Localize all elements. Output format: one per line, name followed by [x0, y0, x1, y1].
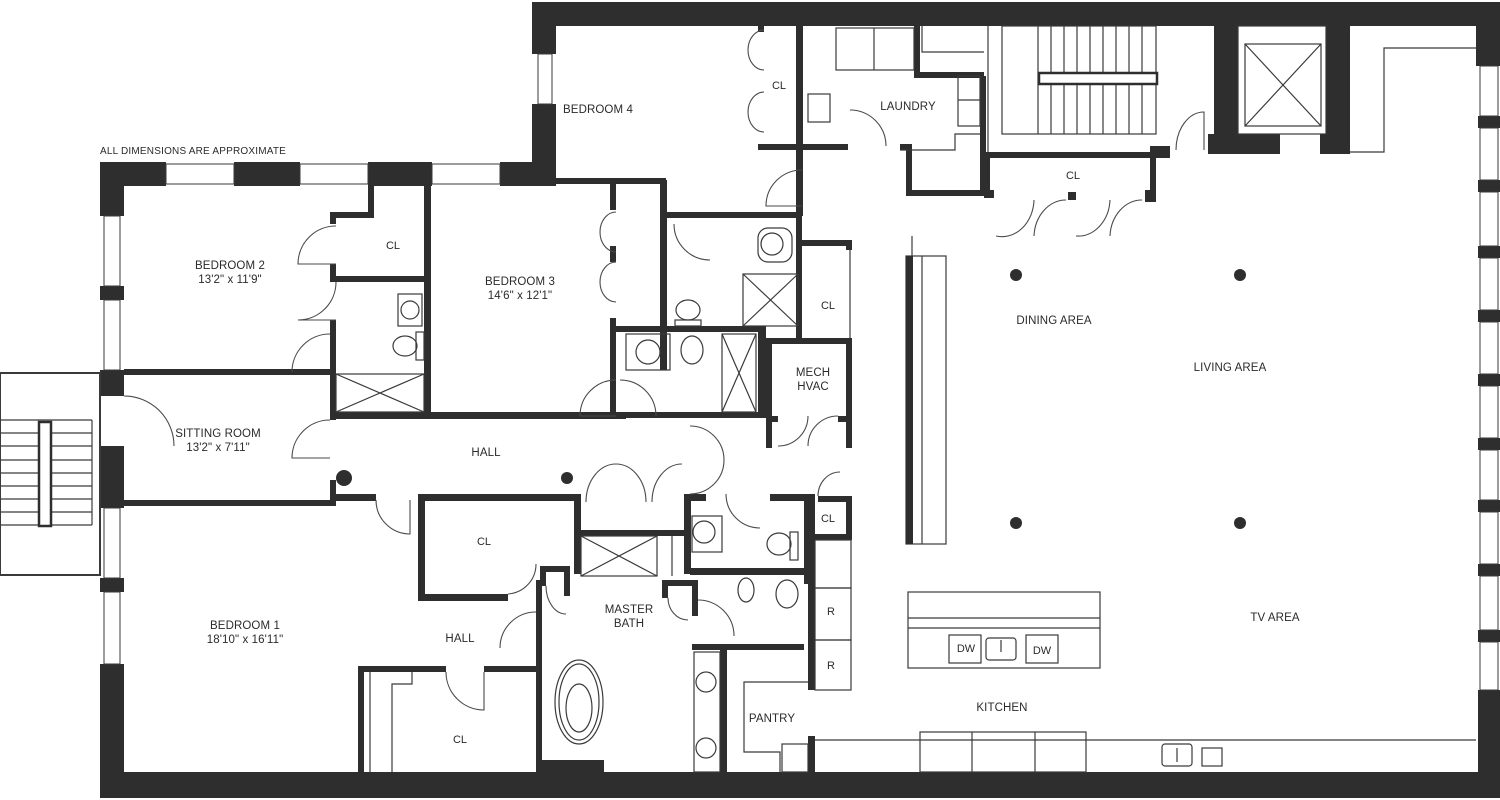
closet-label: CL	[820, 300, 836, 312]
room-label-bedroom-4: BEDROOM 4	[563, 103, 633, 117]
room-label-hall: HALL	[471, 446, 500, 460]
room-name: KITCHEN	[976, 702, 1028, 714]
room-label-hall: HALL	[445, 632, 474, 646]
room-name: BEDROOM 2	[195, 260, 265, 272]
refrigerator-label: R	[827, 606, 835, 618]
room-dimensions: 13'2" x 11'9"	[198, 274, 262, 286]
room-name: MECH	[795, 367, 831, 379]
room-name: PANTRY	[748, 713, 796, 725]
dishwasher-label: DW	[1032, 645, 1052, 657]
room-label-laundry: LAUNDRY	[880, 100, 935, 114]
closet-label: CL	[476, 536, 492, 548]
room-name: HALL	[471, 447, 501, 459]
closet-label: CL	[1065, 170, 1081, 182]
room-label-dining-area: DINING AREA	[1016, 314, 1091, 328]
closet-label: CL	[385, 240, 401, 252]
door-swings	[123, 29, 1205, 711]
room-label-pantry: PANTRY	[749, 712, 795, 726]
room-name: DINING AREA	[1016, 315, 1092, 327]
room-name: HALL	[445, 633, 475, 645]
room-name: BEDROOM 1	[210, 620, 280, 632]
room-dimensions: 18'10" x 16'11"	[206, 634, 284, 646]
room-label-bedroom-2: BEDROOM 2 13'2" x 11'9"	[195, 259, 265, 287]
room-name: BEDROOM 3	[485, 276, 555, 288]
room-label-bedroom-1: BEDROOM 1 18'10" x 16'11"	[207, 619, 284, 647]
room-name: LIVING AREA	[1193, 362, 1267, 374]
room-name: SITTING ROOM	[175, 428, 261, 440]
room-name: TV AREA	[1250, 612, 1300, 624]
interior-walls	[124, 26, 1350, 772]
room-label-bedroom-3: BEDROOM 3 14'6" x 12'1"	[485, 275, 555, 303]
room-label-tv-area: TV AREA	[1250, 611, 1299, 625]
dishwasher-label: DW	[956, 643, 976, 655]
room-label-master: MASTER BATH	[605, 603, 654, 631]
dimensions-note: ALL DIMENSIONS ARE APPROXIMATE	[100, 146, 287, 157]
closet-label: CL	[820, 513, 836, 525]
exterior-stair	[0, 372, 101, 576]
room-name: BEDROOM 4	[563, 104, 633, 116]
columns	[336, 269, 1246, 529]
closet-label: CL	[452, 734, 468, 746]
room-dimensions: 14'6" x 12'1"	[487, 290, 553, 302]
exterior-walls	[100, 2, 1500, 798]
refrigerator-label: R	[827, 660, 835, 672]
room-label-sitting-room: SITTING ROOM 13'2" x 7'11"	[175, 427, 261, 455]
room-name: MASTER	[604, 604, 654, 616]
room-dimensions: BATH	[613, 618, 645, 630]
room-label-mech: MECH HVAC	[796, 366, 830, 394]
room-name: LAUNDRY	[880, 101, 936, 113]
room-dimensions: HVAC	[797, 381, 829, 393]
room-label-living-area: LIVING AREA	[1194, 361, 1267, 375]
room-dimensions: 13'2" x 7'11"	[186, 442, 250, 454]
fixtures	[335, 25, 1476, 773]
closet-label: CL	[771, 80, 787, 92]
room-label-kitchen: KITCHEN	[976, 701, 1027, 715]
